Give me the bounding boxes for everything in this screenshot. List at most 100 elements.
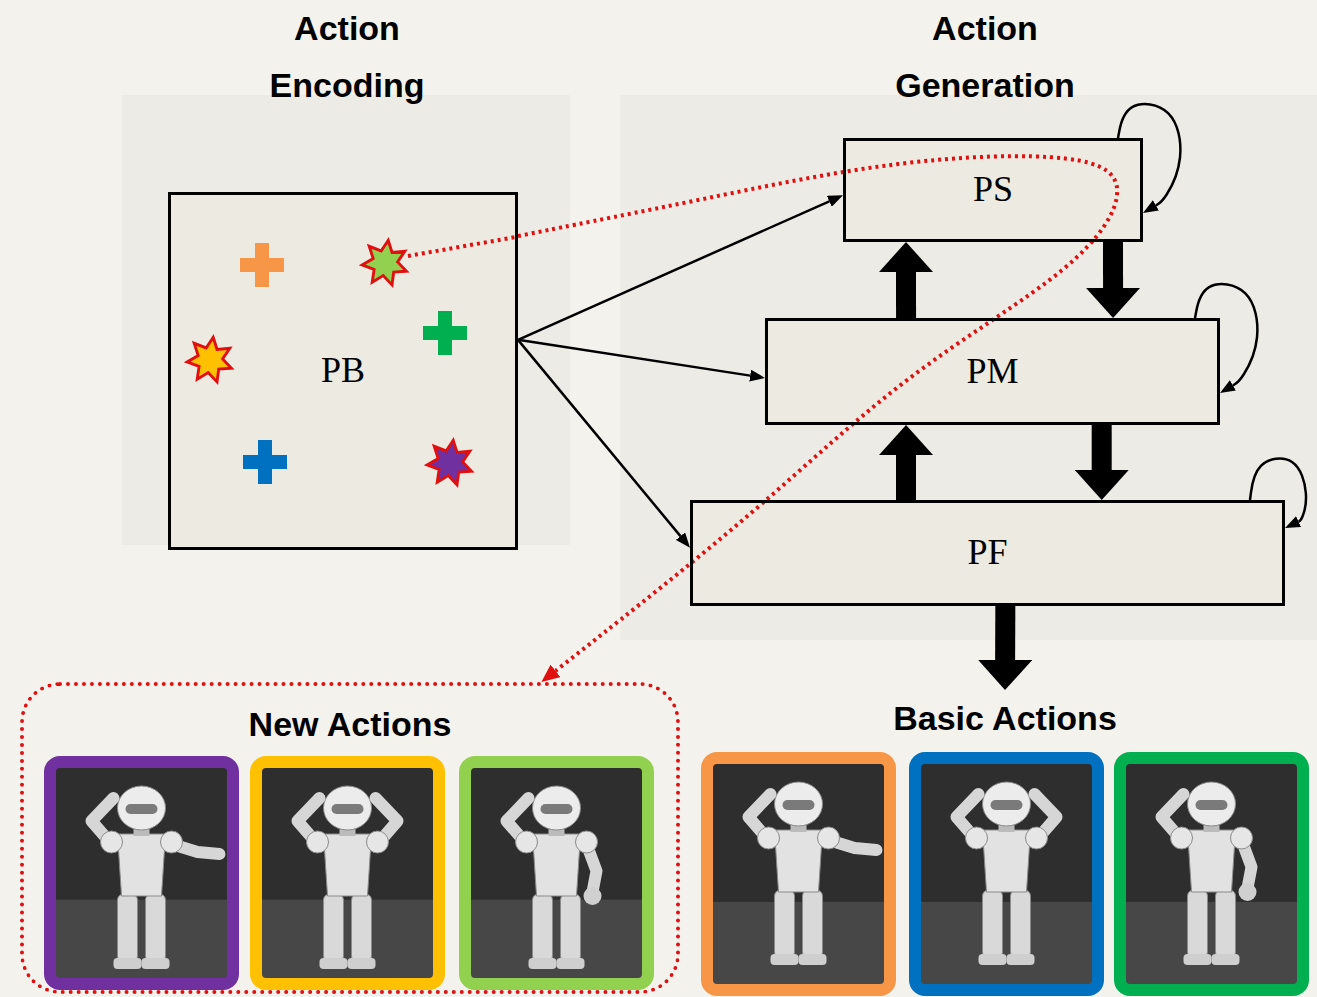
new-actions-group: New Actions: [20, 682, 680, 994]
new-action-star: [185, 334, 235, 384]
photo-floor: [56, 900, 227, 978]
robot-head: [324, 786, 372, 830]
robot-foot: [799, 954, 827, 965]
robot-foot: [142, 958, 170, 969]
basic-action-cross: [240, 243, 284, 287]
robot-shoulder: [161, 831, 183, 853]
section-heading: Action Encoding: [227, 0, 467, 114]
robot-photo: [915, 758, 1098, 990]
robot-head: [1188, 782, 1236, 826]
robot-shoulder: [966, 827, 988, 849]
robot-torso: [983, 830, 1031, 892]
group-heading: Basic Actions: [893, 698, 1117, 739]
photo-background: [1126, 764, 1297, 984]
robot-leg: [803, 890, 823, 958]
recurrent-loop: [1195, 284, 1257, 385]
flow-arrow: [896, 272, 916, 318]
section-heading-wrap: Action Generation: [855, 0, 1115, 114]
robot-head: [118, 786, 166, 830]
photo-background: [56, 768, 227, 978]
robot-leg: [983, 890, 1003, 958]
robot-foot: [979, 954, 1007, 965]
robot-head: [983, 782, 1031, 826]
robot-leg: [146, 894, 166, 962]
robot-torso: [118, 834, 166, 896]
robot-shoulder: [1171, 827, 1193, 849]
robot-shoulder: [1026, 827, 1048, 849]
panel-background: [620, 95, 1317, 640]
photo-background: [471, 768, 642, 978]
recurrent-loop: [1118, 104, 1180, 205]
robot-shoulder: [516, 831, 538, 853]
robot-torso: [1188, 830, 1236, 892]
robot-photo: [707, 758, 890, 990]
layer-label: PB: [317, 350, 369, 391]
robot-shoulder: [101, 831, 123, 853]
layer-label: PF: [963, 532, 1011, 573]
new-action-star: [425, 437, 475, 487]
action-frame: [50, 762, 233, 984]
section-heading-wrap: Action Encoding: [227, 0, 467, 114]
robot-leg: [352, 894, 372, 962]
flow-arrow: [1103, 242, 1123, 288]
robot-foot: [771, 954, 799, 965]
action-frame: [915, 758, 1098, 990]
photo-background: [921, 764, 1092, 984]
robot-shoulder: [307, 831, 329, 853]
photo-background: [713, 764, 884, 984]
robot-foot: [529, 958, 557, 969]
basic-actions-group: Basic Actions: [705, 690, 1305, 995]
robot-torso: [533, 834, 581, 896]
robot-head: [775, 782, 823, 826]
section-heading: Action Generation: [855, 0, 1115, 114]
action-frame: [256, 762, 439, 984]
robot-torso: [775, 830, 823, 892]
robot-foot: [557, 958, 585, 969]
robot-hand: [584, 887, 602, 905]
robot-face: [541, 804, 573, 814]
basic-action-cross: [423, 311, 467, 355]
fast-layer-box: PF: [690, 500, 1285, 606]
basic-action-cross: [243, 440, 287, 484]
robot-photo: [1120, 758, 1303, 990]
flow-arrow: [995, 606, 1015, 660]
box-fill: [690, 500, 1285, 606]
robot-leg: [1188, 890, 1208, 958]
robot-torso: [324, 834, 372, 896]
action-frame: [707, 758, 890, 990]
action-frame: [1120, 758, 1303, 990]
robot-foot: [114, 958, 142, 969]
photo-floor: [921, 902, 1092, 984]
robot-face: [1196, 800, 1228, 810]
photo-floor: [262, 900, 433, 978]
photo-floor: [471, 900, 642, 978]
flow-arrow: [896, 455, 916, 500]
photo-background: [262, 768, 433, 978]
robot-face: [332, 804, 364, 814]
robot-leg: [533, 894, 553, 962]
robot-leg: [561, 894, 581, 962]
robot-photo: [50, 762, 233, 984]
parameter-arrow: [518, 340, 750, 376]
robot-face: [783, 800, 815, 810]
group-heading: New Actions: [249, 704, 452, 745]
robot-foot: [1007, 954, 1035, 965]
robot-photo: [465, 762, 648, 984]
robot-leg: [324, 894, 344, 962]
robot-leg: [775, 890, 795, 958]
robot-leg: [1011, 890, 1031, 958]
robot-foot: [1184, 954, 1212, 965]
slow-layer-box: PS: [843, 138, 1143, 242]
selection-leader: [408, 237, 516, 256]
robot-photo: [256, 762, 439, 984]
box-fill: [168, 192, 518, 550]
robot-shoulder: [1231, 827, 1253, 849]
selection-arrow: [518, 156, 1117, 671]
new-action-star: [360, 237, 410, 287]
box-fill: [765, 318, 1220, 425]
robot-foot: [1212, 954, 1240, 965]
robot-shoulder: [367, 831, 389, 853]
flow-arrow: [1092, 425, 1112, 470]
robot-head: [533, 786, 581, 830]
recurrent-loop: [1250, 458, 1306, 521]
